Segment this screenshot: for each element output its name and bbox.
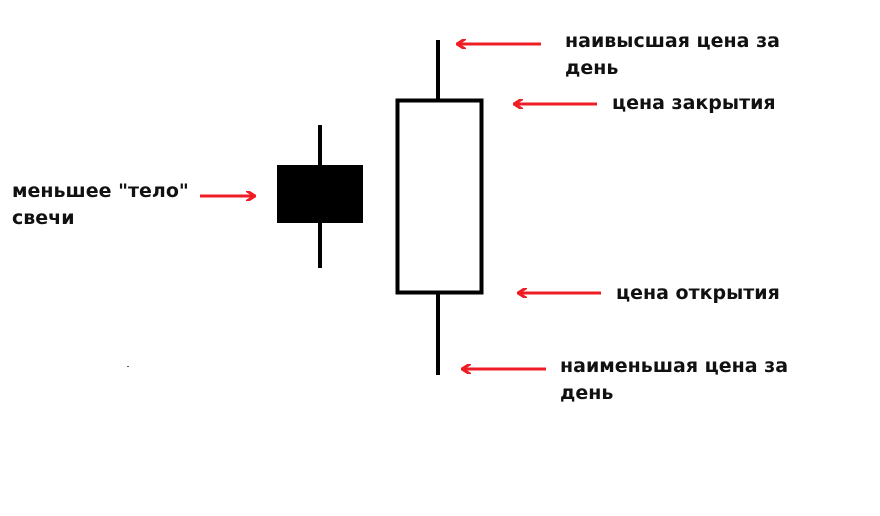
label-low-line2: день — [560, 382, 614, 404]
small-candle — [277, 125, 363, 268]
label-close: цена закрытия — [612, 92, 776, 114]
large-candle-body — [395, 98, 484, 295]
label-small-body: меньшее "тело" свечи — [12, 178, 189, 232]
label-small-body-line1: меньшее "тело" — [12, 180, 189, 202]
label-high: наивысшая цена за день — [565, 28, 780, 82]
stray-dot — [127, 366, 129, 367]
label-high-line2: день — [565, 57, 619, 79]
label-high-line1: наивысшая цена за — [565, 30, 780, 52]
small-candle-body — [277, 165, 363, 223]
label-small-body-line2: свечи — [12, 207, 75, 229]
label-low-line1: наименьшая цена за — [560, 355, 789, 377]
label-low: наименьшая цена за день — [560, 353, 788, 407]
label-open: цена открытия — [616, 282, 780, 304]
large-candle — [395, 40, 484, 375]
